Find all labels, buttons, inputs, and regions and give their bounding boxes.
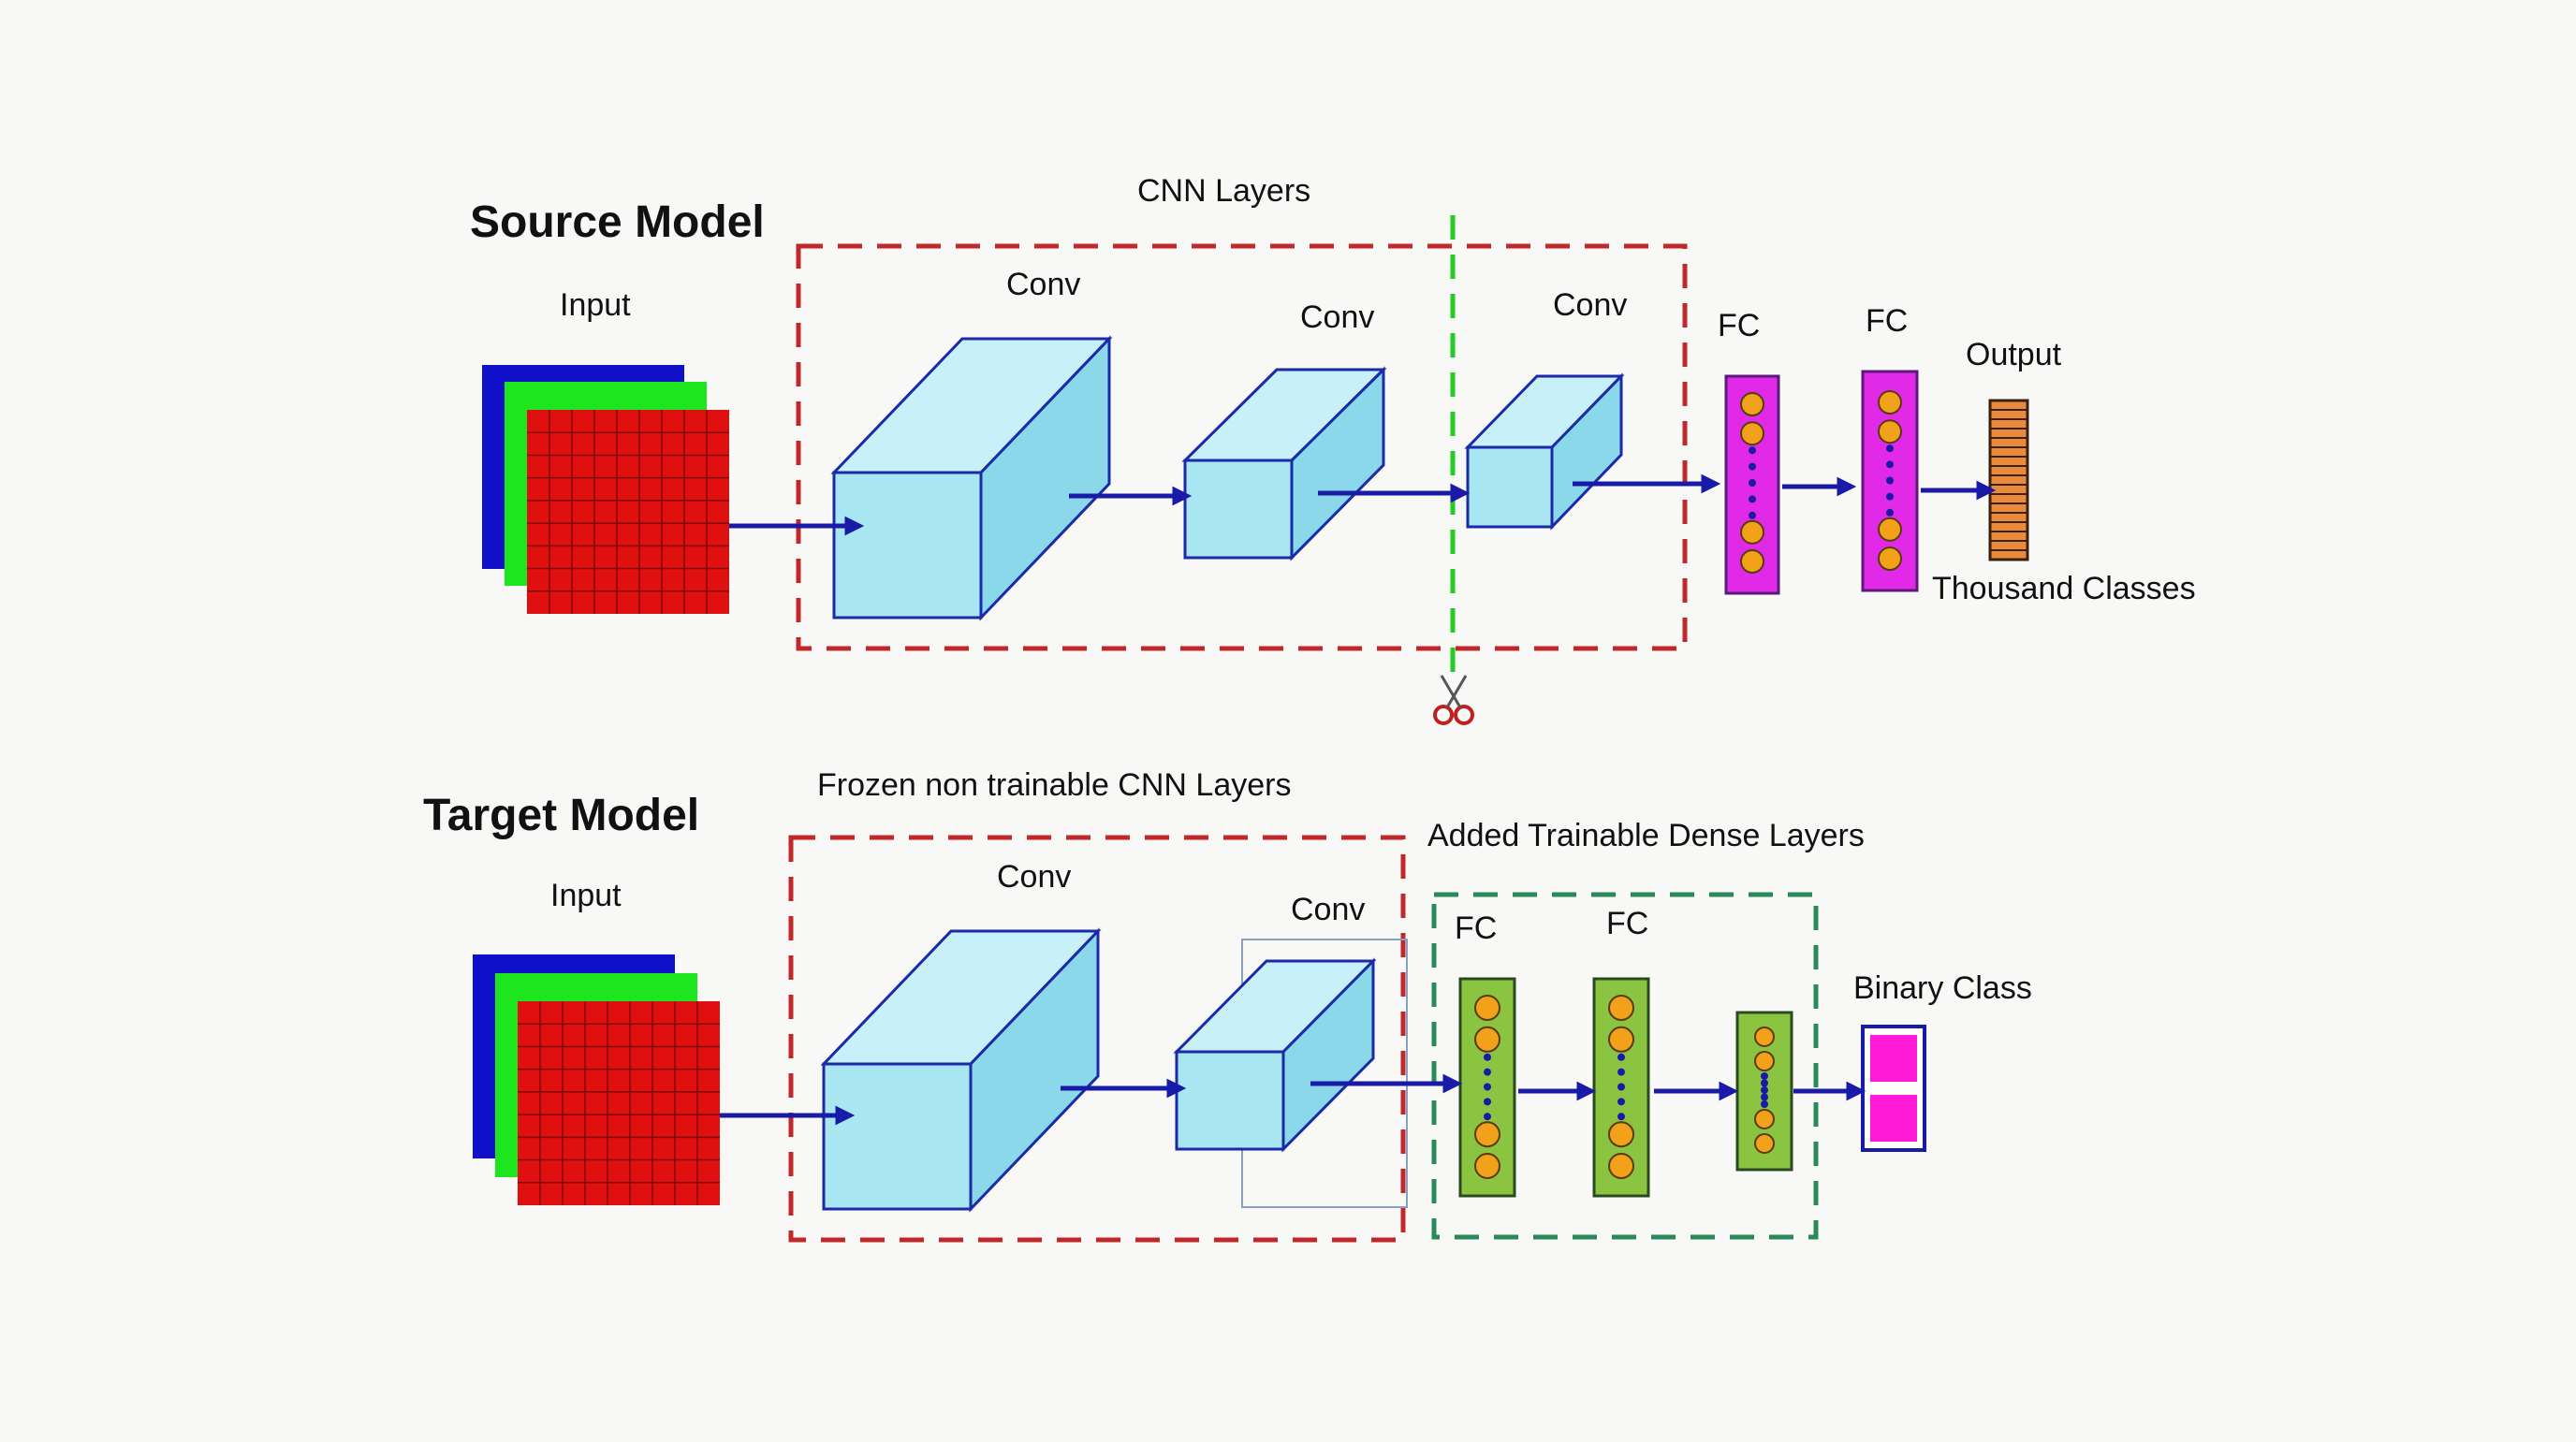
source-fc-1-neurons bbox=[1740, 392, 1764, 574]
target-fc-3-neurons bbox=[1754, 1027, 1775, 1154]
target-frozen-label: Frozen non trainable CNN Layers bbox=[817, 767, 1291, 803]
ellipsis-dot bbox=[1484, 1098, 1491, 1106]
ellipsis-dot bbox=[1484, 1113, 1491, 1121]
ellipsis-dot bbox=[1761, 1100, 1768, 1108]
neuron bbox=[1754, 1027, 1775, 1047]
neuron bbox=[1754, 1051, 1775, 1071]
target-fc-1-label: FC bbox=[1455, 910, 1497, 946]
ellipsis-dot bbox=[1617, 1068, 1625, 1076]
ellipsis-dot bbox=[1484, 1053, 1491, 1061]
neuron bbox=[1608, 995, 1634, 1021]
ellipsis-dot bbox=[1761, 1086, 1768, 1094]
target-conv-2 bbox=[1173, 957, 1377, 1153]
source-fc-2-neurons bbox=[1878, 390, 1902, 571]
neuron bbox=[1740, 392, 1764, 416]
ellipsis-dot bbox=[1749, 495, 1756, 503]
input-channel-red bbox=[518, 1001, 720, 1205]
neuron bbox=[1754, 1133, 1775, 1154]
target-conv-1 bbox=[820, 927, 1102, 1213]
binary-class-cell bbox=[1870, 1035, 1917, 1082]
ellipsis-dot bbox=[1761, 1093, 1768, 1101]
source-cnn-layers-label: CNN Layers bbox=[1137, 173, 1310, 209]
target-conv-1-label: Conv bbox=[997, 859, 1071, 895]
binary-class-output bbox=[1861, 1025, 1926, 1152]
ellipsis-dot bbox=[1749, 446, 1756, 455]
target-frozen-box bbox=[788, 835, 1406, 1243]
target-fc-2-neurons bbox=[1608, 995, 1634, 1179]
neuron bbox=[1608, 1153, 1634, 1179]
ellipsis-dot bbox=[1886, 508, 1894, 517]
ellipsis-dot bbox=[1761, 1072, 1768, 1080]
neuron bbox=[1878, 419, 1902, 444]
neuron bbox=[1740, 421, 1764, 446]
binary-class-cell bbox=[1870, 1095, 1917, 1142]
source-output-caption: Thousand Classes bbox=[1932, 571, 2196, 606]
neuron bbox=[1878, 390, 1902, 415]
source-fc-1-label: FC bbox=[1718, 308, 1760, 343]
ellipsis-dot bbox=[1886, 492, 1894, 501]
ellipsis-dot bbox=[1617, 1098, 1625, 1106]
neuron bbox=[1878, 546, 1902, 571]
source-conv-3 bbox=[1464, 372, 1625, 531]
source-conv-2 bbox=[1181, 366, 1387, 561]
neuron bbox=[1474, 995, 1500, 1021]
source-conv-1 bbox=[830, 335, 1113, 621]
scissors-icon bbox=[1433, 675, 1474, 725]
ellipsis-dot bbox=[1484, 1068, 1491, 1076]
target-fc-1-neurons bbox=[1474, 995, 1500, 1179]
neuron bbox=[1740, 519, 1764, 545]
source-conv-2-label: Conv bbox=[1300, 299, 1374, 335]
ellipsis-dot bbox=[1749, 511, 1756, 519]
source-input-image bbox=[482, 365, 729, 614]
ellipsis-dot bbox=[1617, 1053, 1625, 1061]
ellipsis-dot bbox=[1617, 1083, 1625, 1091]
neuron bbox=[1608, 1121, 1634, 1148]
ellipsis-dot bbox=[1886, 460, 1894, 469]
source-fc-2-label: FC bbox=[1866, 303, 1908, 339]
target-added-label: Added Trainable Dense Layers bbox=[1427, 818, 1865, 853]
target-output-caption: Binary Class bbox=[1853, 970, 2032, 1006]
target-input-label: Input bbox=[550, 878, 622, 913]
target-trainable-box bbox=[1431, 892, 1819, 1240]
neuron bbox=[1474, 1153, 1500, 1179]
neuron bbox=[1740, 549, 1764, 574]
neuron bbox=[1754, 1109, 1775, 1129]
target-conv-2-label: Conv bbox=[1291, 892, 1365, 927]
target-input-image bbox=[473, 954, 720, 1205]
source-model-title: Source Model bbox=[470, 197, 765, 247]
source-conv-3-label: Conv bbox=[1553, 287, 1627, 323]
ellipsis-dot bbox=[1484, 1083, 1491, 1091]
ellipsis-dot bbox=[1749, 479, 1756, 487]
ellipsis-dot bbox=[1886, 476, 1894, 485]
source-output-label: Output bbox=[1966, 337, 2062, 372]
neuron bbox=[1608, 1026, 1634, 1053]
neuron bbox=[1878, 517, 1902, 542]
ellipsis-dot bbox=[1617, 1113, 1625, 1121]
neuron bbox=[1474, 1121, 1500, 1148]
ellipsis-dot bbox=[1761, 1079, 1768, 1087]
source-cnn-layers-box bbox=[796, 243, 1688, 651]
neuron bbox=[1474, 1026, 1500, 1053]
ellipsis-dot bbox=[1749, 462, 1756, 471]
source-output-layer bbox=[1988, 399, 2029, 561]
ellipsis-dot bbox=[1886, 444, 1894, 453]
target-model-title: Target Model bbox=[423, 791, 699, 840]
source-conv-1-label: Conv bbox=[1006, 267, 1080, 302]
input-channel-red bbox=[527, 410, 729, 614]
target-fc-2-label: FC bbox=[1606, 906, 1648, 941]
source-input-label: Input bbox=[560, 287, 631, 323]
